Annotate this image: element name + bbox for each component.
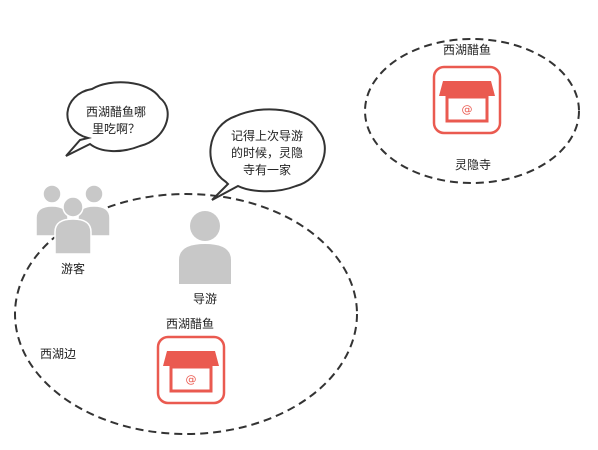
guide-bubble-line2: 的时候，灵隐 <box>230 146 303 160</box>
shop-icon-lingyin: @ <box>432 65 502 135</box>
tourists-label: 游客 <box>61 262 86 276</box>
svg-text:@: @ <box>462 103 473 116</box>
region-label-xihu: 西湖边 <box>40 347 77 361</box>
shop-icon-xihu: @ <box>156 335 226 405</box>
tourist-bubble-line2: 里吃啊？ <box>91 122 140 136</box>
svg-text:@: @ <box>186 373 197 386</box>
tourist-speech-bubble <box>65 81 169 157</box>
group-icon <box>35 184 111 255</box>
guide-bubble-line3: 寺有一家 <box>242 163 291 177</box>
guide-speech-bubble <box>209 108 326 201</box>
region-xihu-ellipse <box>14 193 358 435</box>
shop-name-lingyin: 西湖醋鱼 <box>443 43 492 57</box>
tourist-bubble-text: 西湖醋鱼哪 里吃啊？ <box>76 104 156 138</box>
region-label-lingyin: 灵隐寺 <box>455 158 492 172</box>
tourist-bubble-line1: 西湖醋鱼哪 <box>85 105 146 119</box>
shop-name-xihu: 西湖醋鱼 <box>166 317 215 331</box>
guide-bubble-text: 记得上次导游 的时候，灵隐 寺有一家 <box>220 128 314 179</box>
guide-label: 导游 <box>193 292 218 306</box>
region-lingyin-ellipse <box>364 38 580 184</box>
guide-bubble-line1: 记得上次导游 <box>230 129 303 143</box>
person-icon <box>179 211 231 284</box>
